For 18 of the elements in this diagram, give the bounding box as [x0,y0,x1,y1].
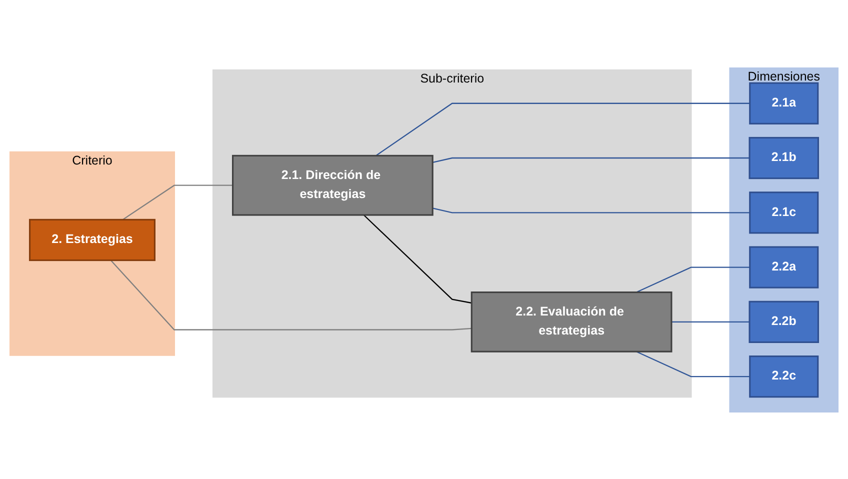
node-box: 2.1a [749,82,819,124]
connector [110,259,472,330]
connector [363,214,472,304]
node-box: 2.2a [749,246,819,288]
node-box: 2. Estrategias [28,218,156,261]
connector [671,320,750,322]
node-box: 2.1b [748,136,820,179]
node-box: 2.1c [749,191,819,234]
connector [636,350,750,377]
node-box: 2.2. Evaluación de estrategias [470,291,672,352]
node-box: 2.2b [748,300,820,343]
connector [636,266,750,292]
connector [432,156,750,163]
connector [432,207,750,213]
connector [122,184,233,220]
connector [376,102,750,156]
node-box: 2.2c [749,355,819,398]
node-box: 2.1. Dirección de estrategias [232,154,434,216]
